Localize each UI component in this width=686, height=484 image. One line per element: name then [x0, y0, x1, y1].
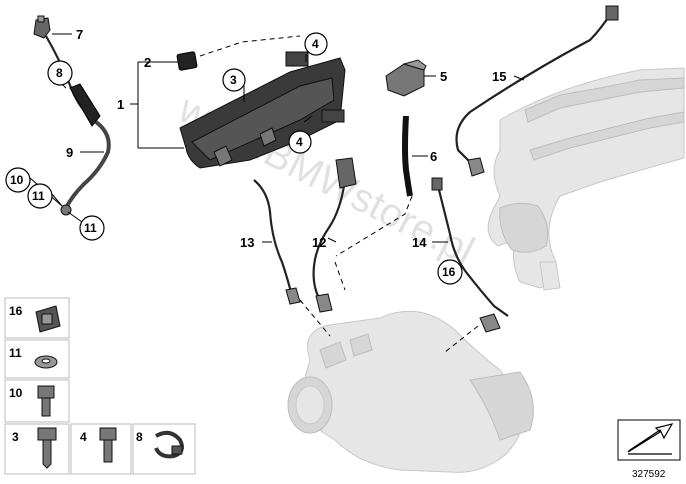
sensor-part-7	[33, 15, 51, 39]
hose-part-8-sleeve	[69, 83, 101, 127]
legend-label-10: 10	[9, 386, 23, 400]
wire-part-12	[312, 185, 346, 301]
sensor-part-14-tip	[479, 313, 501, 333]
callout-circle-4a	[304, 32, 328, 56]
label-part-15[interactable]: 15	[492, 69, 506, 84]
callout-circle-10	[5, 167, 31, 193]
clip-nut-icon-hole	[41, 313, 53, 325]
sensor-part-13-tip	[285, 287, 301, 305]
legend-label-8: 8	[136, 430, 143, 444]
label-part-8[interactable]: 8	[56, 66, 63, 80]
connector-part-15	[605, 5, 619, 21]
bolt-icon	[99, 427, 117, 463]
callout-circle-4b	[288, 130, 312, 154]
screw-icon	[37, 427, 57, 469]
label-part-4a[interactable]: 4	[312, 37, 319, 51]
legend-label-16: 16	[9, 304, 23, 318]
leader-4b	[303, 115, 313, 123]
pressure-sensor-part-5	[385, 59, 427, 97]
label-part-6[interactable]: 6	[430, 149, 437, 164]
label-part-5[interactable]: 5	[440, 69, 447, 84]
view-direction-arrow-icon	[627, 423, 674, 453]
callout-circle-11b	[79, 215, 105, 241]
label-part-10[interactable]: 10	[10, 173, 24, 187]
dash-line-6	[335, 195, 413, 257]
callout-circle-3	[222, 68, 246, 92]
leader-12	[327, 237, 337, 243]
sensor-part-12-tip	[315, 293, 333, 313]
label-part-4b[interactable]: 4	[296, 135, 303, 149]
label-part-1[interactable]: 1	[117, 97, 124, 112]
wire-part-14	[436, 185, 509, 317]
leader-15	[513, 75, 525, 81]
connector-part-14	[431, 177, 443, 191]
label-part-3[interactable]: 3	[230, 73, 237, 87]
label-part-9[interactable]: 9	[66, 145, 73, 160]
hose-clamp-icon-tab	[171, 445, 183, 455]
label-part-11a[interactable]: 11	[32, 189, 45, 203]
small-parts-legend: 16 11 10 3 4 8	[4, 297, 196, 475]
label-part-13[interactable]: 13	[240, 235, 254, 250]
callout-circle-11a	[27, 183, 53, 209]
wire-part-15	[455, 11, 613, 165]
legend-label-11: 11	[9, 346, 22, 360]
dash-line-13	[299, 299, 331, 337]
bolt-short-icon	[37, 385, 55, 417]
clip-part-2	[176, 51, 198, 71]
sensor-part-15-tip	[467, 157, 485, 177]
callout-circle-16	[437, 259, 463, 285]
leader-1	[130, 61, 184, 149]
label-part-2[interactable]: 2	[144, 55, 151, 70]
label-part-14[interactable]: 14	[412, 235, 427, 250]
dash-line-14	[444, 325, 479, 353]
callout-circle-8	[47, 60, 73, 86]
particulate-filter-ghost	[287, 310, 534, 473]
label-part-11b[interactable]: 11	[84, 221, 97, 235]
legend-label-4: 4	[80, 430, 87, 444]
label-part-12[interactable]: 12	[312, 235, 326, 250]
washer-icon-hole	[41, 358, 51, 364]
label-part-16[interactable]: 16	[442, 265, 456, 279]
reference-number: 327592	[632, 469, 666, 480]
connector-part-12	[335, 157, 357, 189]
pipe-part-9-body	[64, 120, 111, 209]
leader-11	[51, 193, 83, 223]
legend-box-10[interactable]	[4, 379, 70, 423]
legend-box-3[interactable]	[4, 423, 70, 475]
intake-manifold-ghost	[487, 67, 685, 291]
wire-part-13	[253, 179, 294, 297]
dash-line-12	[334, 261, 346, 291]
label-part-7[interactable]: 7	[76, 27, 83, 42]
bracket-part-3	[179, 51, 346, 169]
hose-part-6	[402, 115, 413, 197]
dash-line-2	[199, 35, 301, 57]
legend-label-3: 3	[12, 430, 19, 444]
